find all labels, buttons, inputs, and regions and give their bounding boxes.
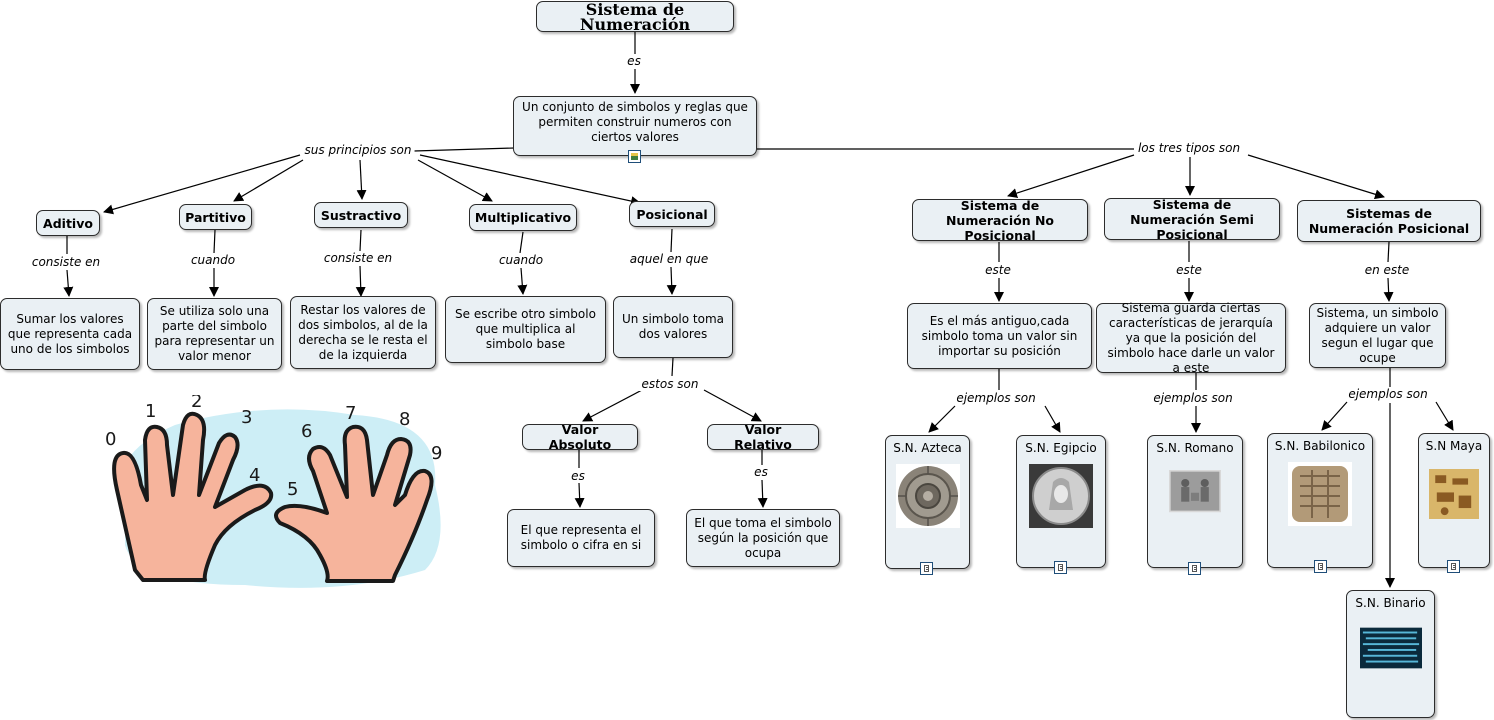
digit-3: 3 bbox=[241, 407, 252, 428]
maya-codex-image bbox=[1429, 469, 1479, 519]
node-posicional-def[interactable]: Un simbolo toma dos valores bbox=[613, 296, 733, 358]
node-sustractivo[interactable]: Sustractivo bbox=[314, 202, 408, 228]
egipcio-label: S.N. Egipcio bbox=[1025, 441, 1097, 455]
babilonico-label: S.N. Babilonico bbox=[1274, 439, 1366, 453]
roman-relief-image bbox=[1169, 470, 1221, 513]
node-partitivo[interactable]: Partitivo bbox=[179, 204, 252, 230]
node-sn-romano[interactable]: S.N. Romano bbox=[1147, 435, 1243, 568]
definition-node[interactable]: Un conjunto de simbolos y reglas que per… bbox=[513, 96, 757, 156]
aztec-calendar-image bbox=[895, 464, 960, 528]
node-sistemas-posicional[interactable]: Sistemas de Numeración Posicional bbox=[1297, 200, 1481, 242]
link-estos-son: estos son bbox=[638, 377, 702, 391]
node-valor-absoluto[interactable]: Valor Absoluto bbox=[522, 422, 638, 452]
definition-text: Un conjunto de simbolos y reglas que per… bbox=[522, 100, 748, 144]
digit-6: 6 bbox=[301, 421, 312, 442]
romano-label: S.N. Romano bbox=[1156, 441, 1234, 455]
node-multiplicativo[interactable]: Multiplicativo bbox=[469, 204, 577, 231]
link-ejemplos-no-pos: ejemplos son bbox=[953, 391, 1039, 405]
main-title[interactable]: Sistema de Numeración bbox=[536, 1, 734, 32]
azteca-label: S.N. Azteca bbox=[893, 441, 962, 455]
node-no-pos-def[interactable]: Es el más antiguo,cada simbolo toma un v… bbox=[907, 303, 1092, 369]
digit-4: 4 bbox=[249, 465, 260, 486]
document-resource-icon[interactable] bbox=[1314, 560, 1327, 573]
node-valor-relativo[interactable]: Valor Relativo bbox=[707, 422, 819, 452]
link-partitivo: cuando bbox=[187, 253, 239, 267]
link-pos-en-este: en este bbox=[1361, 263, 1413, 277]
document-resource-icon[interactable] bbox=[1054, 561, 1067, 574]
digit-1: 1 bbox=[145, 401, 156, 422]
node-sn-egipcio[interactable]: S.N. Egipcio bbox=[1016, 435, 1106, 568]
digit-9: 9 bbox=[431, 443, 442, 464]
link-semi-este: este bbox=[1173, 263, 1205, 277]
digit-0: 0 bbox=[105, 429, 116, 450]
link-multiplicativo: cuando bbox=[495, 253, 547, 267]
node-sn-babilonico[interactable]: S.N. Babilonico bbox=[1267, 433, 1373, 568]
link-principios: sus principios son bbox=[301, 143, 415, 157]
link-ejemplos-semi: ejemplos son bbox=[1150, 391, 1236, 405]
document-resource-icon[interactable] bbox=[1188, 562, 1201, 575]
node-sn-binario[interactable]: S.N. Binario bbox=[1346, 590, 1435, 718]
digit-2: 2 bbox=[191, 395, 202, 412]
digit-5: 5 bbox=[287, 479, 298, 500]
link-sustractivo: consiste en bbox=[320, 251, 396, 265]
node-semi-posicional[interactable]: Sistema de Numeración Semi Posicional bbox=[1104, 197, 1280, 242]
binary-code-image bbox=[1359, 627, 1422, 669]
link-ejemplos-pos: ejemplos son bbox=[1345, 387, 1431, 401]
link-relativo-es: es bbox=[751, 465, 771, 479]
link-tipos: los tres tipos son bbox=[1134, 141, 1244, 155]
link-absoluto-es: es bbox=[568, 469, 588, 483]
egyptian-coin-image bbox=[1029, 464, 1093, 528]
binario-label: S.N. Binario bbox=[1355, 596, 1426, 610]
node-aditivo-def[interactable]: Sumar los valores que representa cada un… bbox=[0, 298, 140, 370]
link-posicional: aquel en que bbox=[626, 252, 712, 266]
node-multiplicativo-def[interactable]: Se escribe otro simbolo que multiplica a… bbox=[445, 296, 606, 363]
document-resource-icon[interactable] bbox=[920, 562, 933, 575]
document-resource-icon[interactable] bbox=[1447, 560, 1460, 573]
node-relativo-def[interactable]: El que toma el simbolo según la posición… bbox=[686, 509, 840, 567]
node-posicional[interactable]: Posicional bbox=[629, 201, 715, 227]
node-sn-azteca[interactable]: S.N. Azteca bbox=[885, 435, 970, 569]
digit-7: 7 bbox=[345, 403, 356, 424]
node-pos-def[interactable]: Sistema, un simbolo adquiere un valor se… bbox=[1309, 303, 1446, 368]
image-resource-icon[interactable] bbox=[628, 150, 641, 163]
babylonian-tablet-image bbox=[1288, 462, 1352, 526]
digit-8: 8 bbox=[399, 409, 410, 430]
maya-label: S.N Maya bbox=[1425, 439, 1483, 453]
counting-hands-clipart: 0 1 2 3 4 5 6 7 8 9 bbox=[105, 395, 442, 588]
node-absoluto-def[interactable]: El que representa el simbolo o cifra en … bbox=[507, 509, 655, 567]
link-aditivo: consiste en bbox=[28, 255, 104, 269]
link-no-pos-este: este bbox=[982, 263, 1014, 277]
node-sn-maya[interactable]: S.N Maya bbox=[1418, 433, 1490, 568]
link-es-top: es bbox=[624, 54, 644, 68]
node-semi-def[interactable]: Sistema guarda ciertas características d… bbox=[1096, 301, 1286, 375]
edge-def-principios bbox=[413, 147, 515, 152]
node-partitivo-def[interactable]: Se utiliza solo una parte del simbolo pa… bbox=[147, 298, 282, 370]
node-sustractivo-def[interactable]: Restar los valores de dos simbolos, al d… bbox=[290, 296, 436, 369]
node-aditivo[interactable]: Aditivo bbox=[36, 210, 100, 236]
node-no-posicional[interactable]: Sistema de Numeración No Posicional bbox=[912, 198, 1088, 243]
